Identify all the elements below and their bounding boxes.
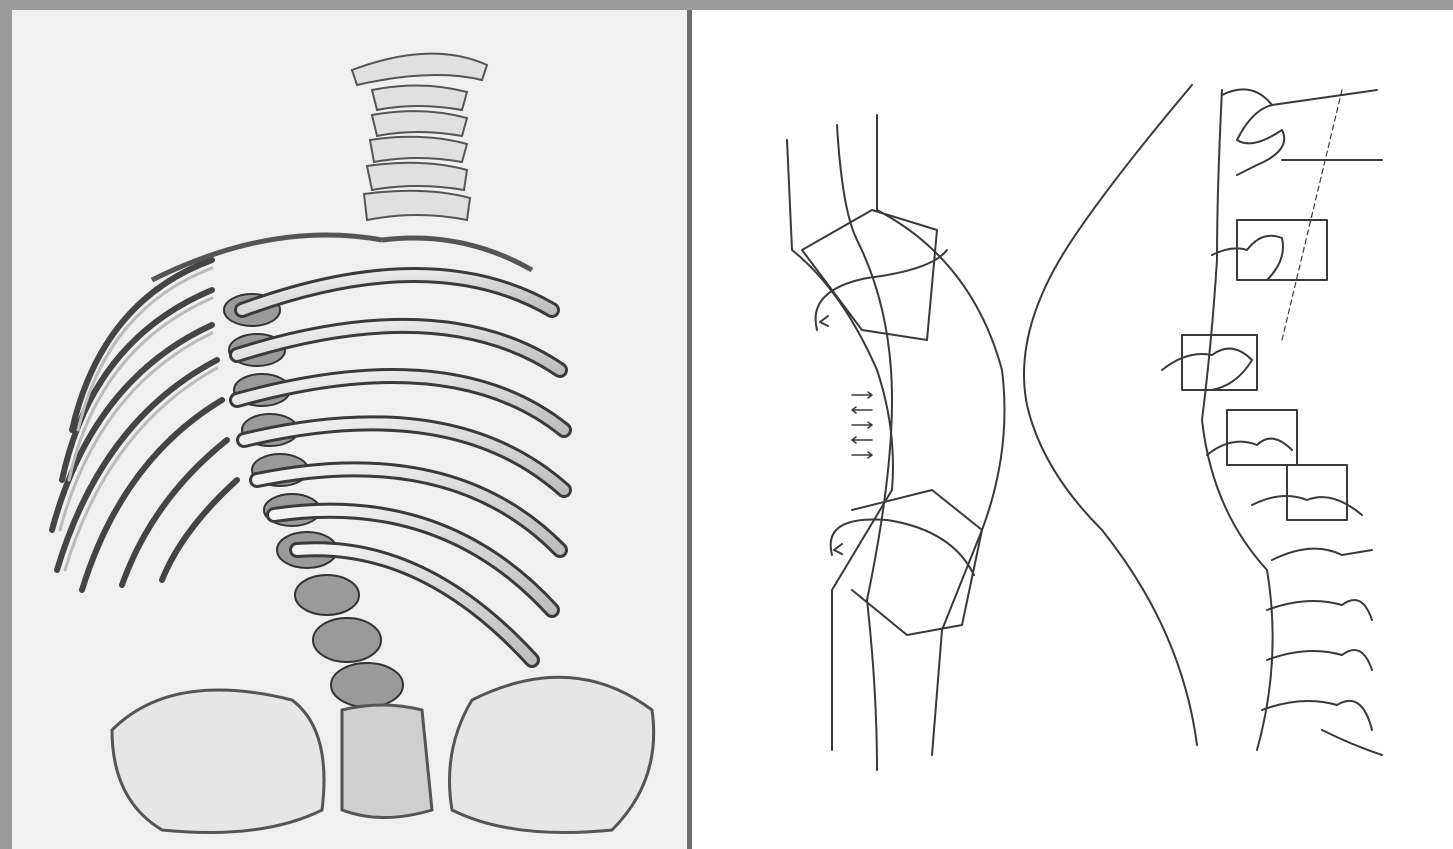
spine-curvature-sketch-panel	[692, 10, 1453, 849]
spine-s-curve	[1024, 85, 1197, 745]
skeleton-illustration-panel	[12, 10, 687, 849]
direction-arrows	[852, 392, 872, 458]
skeleton-illustration	[12, 10, 687, 849]
spine-curvature-sketch	[692, 10, 1453, 849]
segmented-column-schematic	[787, 115, 1005, 770]
vertebral-column-sketch	[1162, 89, 1382, 755]
cervical-vertebrae	[352, 54, 487, 220]
